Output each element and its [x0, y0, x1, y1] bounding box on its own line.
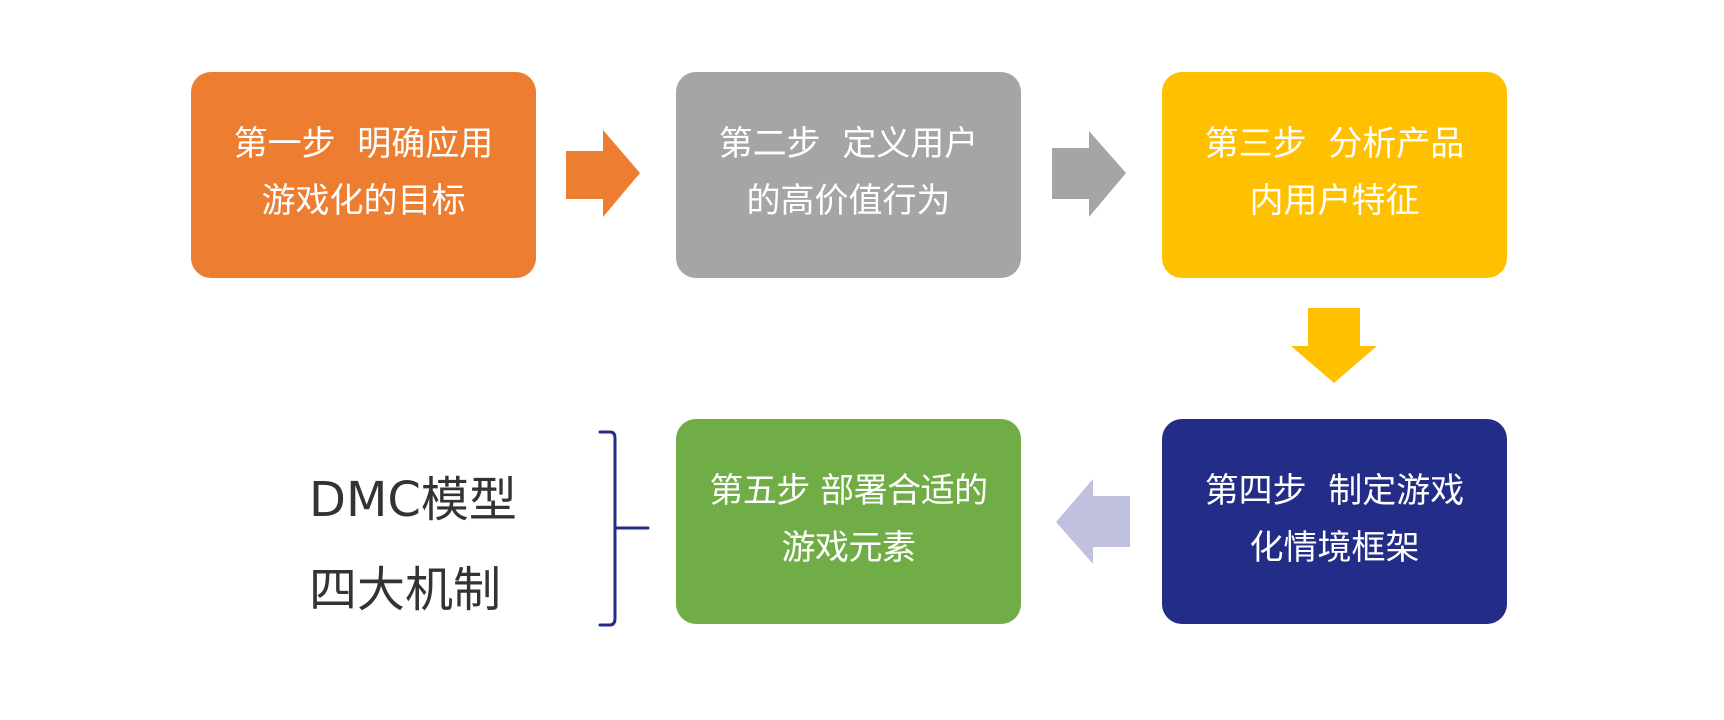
step-4-box: 第四步 制定游戏 化情境框架	[1162, 419, 1507, 624]
step-2-title: 第二步 定义用户	[718, 124, 979, 164]
arrow-4-shape	[1056, 479, 1130, 564]
bracket-icon	[598, 430, 650, 627]
step-1-subtitle: 游戏化的目标	[261, 181, 466, 221]
step-1-box: 第一步 明确应用 游戏化的目标	[191, 72, 536, 278]
arrow-3-shape	[1291, 308, 1377, 383]
step-5-subtitle: 游戏元素	[781, 527, 917, 568]
step-2-box: 第二步 定义用户 的高价值行为	[676, 72, 1021, 278]
step-4-title: 第四步 制定游戏	[1204, 470, 1465, 511]
arrow-right-icon	[1052, 131, 1126, 217]
step-3-subtitle: 内用户特征	[1249, 181, 1420, 221]
step-3-box: 第三步 分析产品 内用户特征	[1162, 72, 1507, 278]
four-mechanisms-label: 四大机制	[309, 562, 502, 618]
arrow-1-shape	[566, 130, 640, 217]
dmc-model-label: DMC模型	[309, 472, 517, 528]
step-3-title: 第三步 分析产品	[1204, 124, 1465, 164]
arrow-right-icon	[566, 130, 640, 217]
step-5-box: 第五步 部署合适的 游戏元素	[676, 419, 1021, 624]
step-4-subtitle: 化情境框架	[1249, 527, 1420, 568]
step-2-subtitle: 的高价值行为	[746, 181, 951, 221]
step-1-title: 第一步 明确应用	[233, 124, 494, 164]
bracket-path	[598, 430, 650, 627]
arrow-down-icon	[1291, 308, 1377, 383]
step-5-title: 第五步 部署合适的	[709, 470, 988, 511]
arrow-left-icon	[1056, 479, 1130, 564]
arrow-2-shape	[1052, 131, 1126, 217]
